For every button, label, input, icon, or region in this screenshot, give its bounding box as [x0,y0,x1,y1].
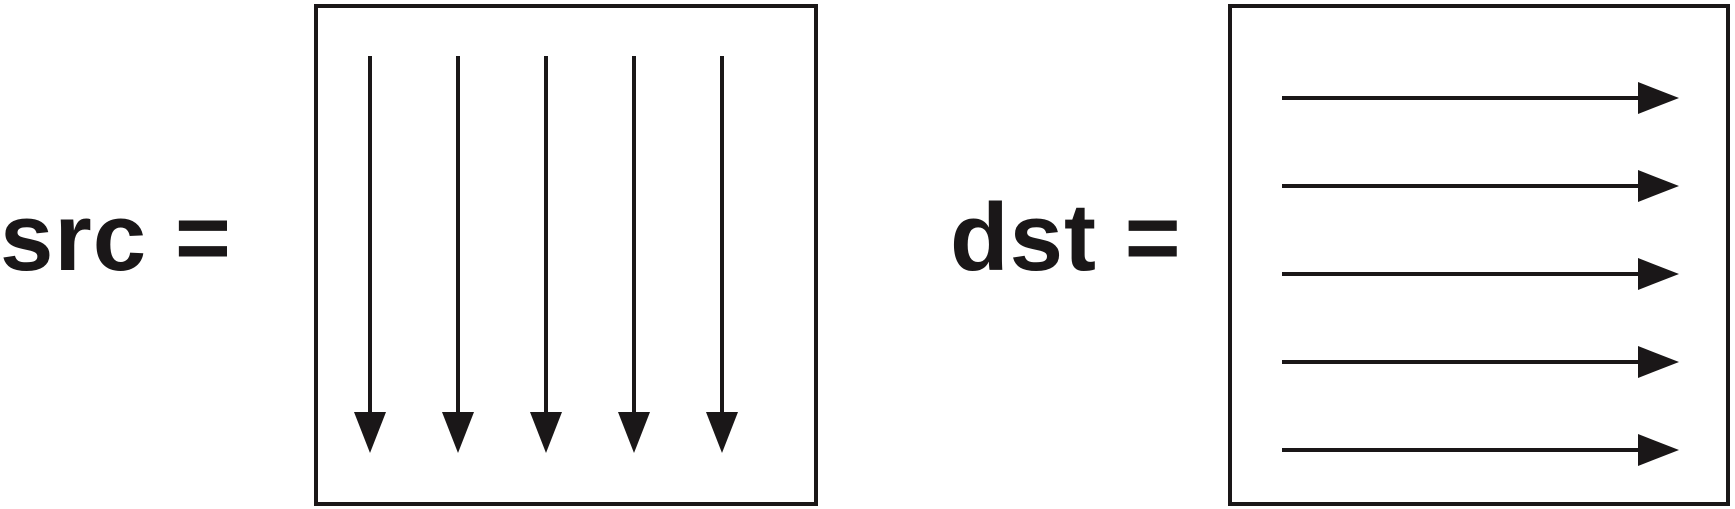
dst-box [1228,4,1730,506]
src-box [314,4,818,506]
src-label: src = [0,184,232,291]
dst-label: dst = [950,184,1182,291]
